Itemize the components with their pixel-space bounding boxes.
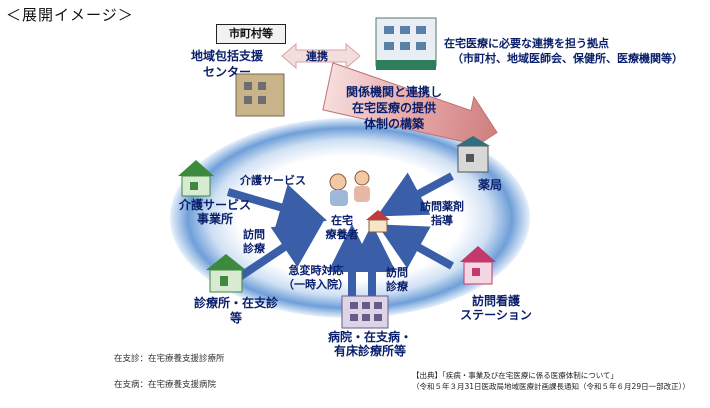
patient-label: 在宅 療養者 [322, 214, 362, 242]
emergency-line2: （一時入院） [283, 278, 349, 291]
arrow-pharmacy [376, 172, 454, 217]
nursing-station-line1: 訪問看護 [471, 294, 520, 308]
source-citation: 【出典】「疾病・事業及び在宅医療に係る医療体制について」 （令和５年３月31日医… [412, 370, 690, 392]
pharmacy-label: 薬局 [478, 178, 503, 192]
hospital-building [341, 295, 389, 329]
home-visit-care-label: 訪問 診療 [236, 228, 272, 256]
clinic-line1: 診療所・在支診 [193, 296, 278, 310]
nursing-station-label: 訪問看護 ステーション [446, 294, 546, 322]
care-office-line2: 事業所 [196, 212, 233, 226]
home-visit-care-line1: 訪問 [243, 228, 265, 241]
arrow-care-office [226, 184, 328, 231]
home-pharma-line1: 訪問薬剤 [420, 200, 464, 213]
care-office-line1: 介護サービス [178, 198, 251, 212]
home-visit-care2-line1: 訪問 [386, 266, 408, 279]
hub-label: 在宅医療に必要な連携を担う拠点 （市町村、地域医師会、保健所、医療機関等） [444, 36, 683, 66]
home-visit-care2-label: 訪問 診療 [380, 266, 414, 294]
hub-line1: 在宅医療に必要な連携を担う拠点 [444, 37, 609, 50]
hub-line2: （市町村、地域医師会、保健所、医療機関等） [452, 52, 683, 65]
community-center-building [235, 73, 285, 117]
arrow-nursing [377, 224, 454, 270]
home-pharma-label: 訪問薬剤 指導 [412, 200, 472, 228]
source-line2: （令和５年３月31日医政局地域医療計画課長通知（令和５年６月29日一部改正）） [412, 382, 690, 391]
nursing-station-house [460, 246, 496, 285]
nursing-station-line2: ステーション [460, 308, 532, 322]
emergency-label: 急変時対応 （一時入院） [276, 264, 356, 292]
care-office-label: 介護サービス 事業所 [170, 198, 260, 226]
ribbon-label: 関係機関と連携し 在宅医療の提供 体制の構築 [334, 84, 454, 132]
patient-line1: 在宅 [331, 214, 353, 227]
municipality-box: 市町村等 [216, 24, 286, 44]
patient-line2: 療養者 [325, 228, 359, 241]
community-center-line1: 地域包括支援 [190, 49, 263, 63]
patient-illustration [329, 170, 390, 233]
note-2: 在支病：在宅療養支援病院 [114, 380, 217, 390]
flow-arrows [226, 172, 454, 296]
arrow-clinic [235, 220, 324, 282]
care-service-label: 介護サービス [240, 174, 306, 187]
source-line1: 【出典】「疾病・事業及び在宅医療に係る医療体制について」 [412, 371, 619, 380]
community-center-label: 地域包括支援 センター [172, 48, 282, 80]
renkei-label: 連携 [306, 50, 328, 63]
hospital-line1: 病院・在支病・ [327, 330, 412, 344]
note-1: 在支診：在宅療養支援診療所 [114, 354, 225, 364]
page-title: ＜展開イメージ＞ [6, 6, 134, 24]
community-center-line2: センター [202, 65, 251, 79]
home-visit-care2-line2: 診療 [386, 280, 408, 293]
ribbon-line2: 在宅医療の提供 [351, 101, 436, 115]
home-pharma-line2: 指導 [431, 214, 453, 227]
clinic-line2: 等 [229, 311, 242, 325]
renkei-arrow [281, 42, 361, 70]
pharmacy-building [456, 136, 490, 173]
hospital-label: 病院・在支病・ 有床診療所等 [310, 330, 430, 358]
care-office-house [178, 160, 214, 197]
ribbon-line1: 関係機関と連携し [345, 85, 442, 99]
hub-building [375, 17, 437, 70]
emergency-line1: 急変時対応 [288, 264, 344, 277]
ribbon-line3: 体制の構築 [363, 117, 424, 131]
clinic-house [206, 254, 246, 293]
clinic-label: 診療所・在支診 等 [180, 296, 292, 326]
hospital-line2: 有床診療所等 [333, 344, 406, 358]
home-visit-care-line2: 診療 [243, 242, 265, 255]
